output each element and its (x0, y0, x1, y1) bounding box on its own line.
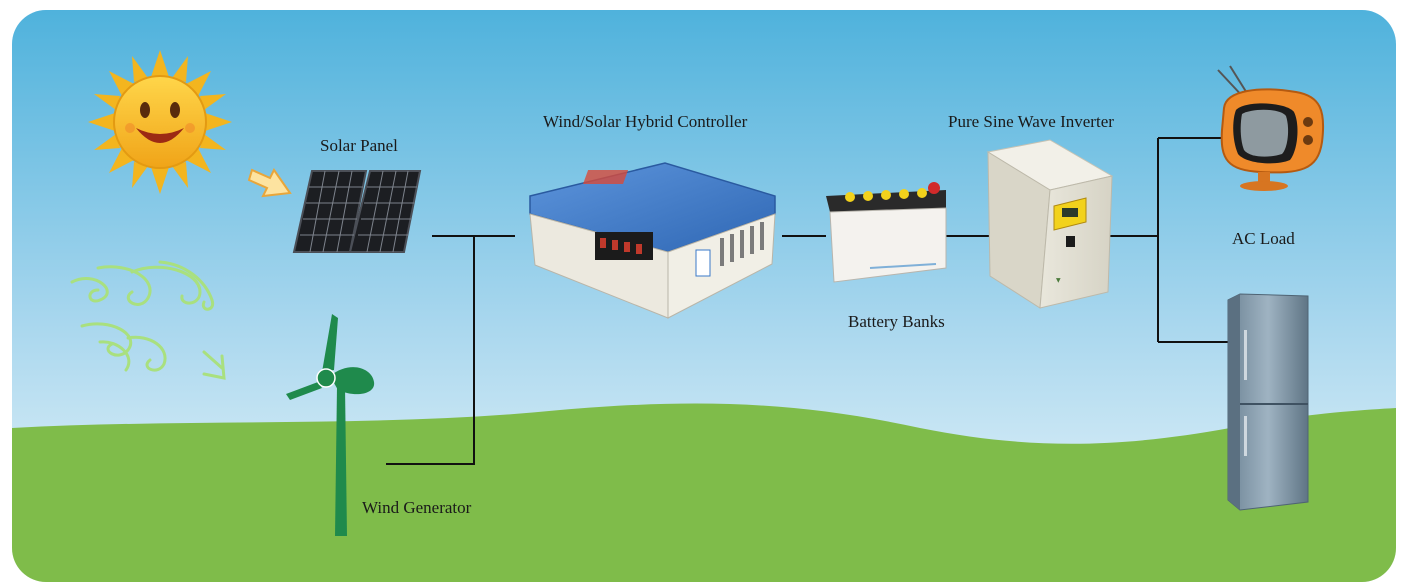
controller-label: Wind/Solar Hybrid Controller (543, 112, 748, 131)
controller-icon (529, 162, 776, 319)
inverter-label: Pure Sine Wave Inverter (948, 112, 1114, 131)
ac-load-label: AC Load (1232, 229, 1295, 248)
refrigerator-icon (1227, 293, 1309, 511)
inverter-icon: ▼ (986, 139, 1114, 309)
battery-icon (826, 182, 947, 283)
solar-panel-label: Solar Panel (320, 136, 398, 155)
tv-icon (1217, 65, 1325, 191)
sunlight-arrow-icon (247, 168, 292, 198)
wind-generator-label: Wind Generator (362, 498, 472, 517)
wiring (386, 137, 1232, 465)
wind-swirl-icon (70, 260, 226, 380)
svg-text:▼: ▼ (1056, 277, 1061, 284)
sun-icon (88, 50, 232, 194)
grass-hill (12, 403, 1396, 582)
battery-label: Battery Banks (848, 312, 945, 331)
solar-panel-icon (292, 170, 422, 253)
wind-turbine-icon (286, 314, 375, 536)
